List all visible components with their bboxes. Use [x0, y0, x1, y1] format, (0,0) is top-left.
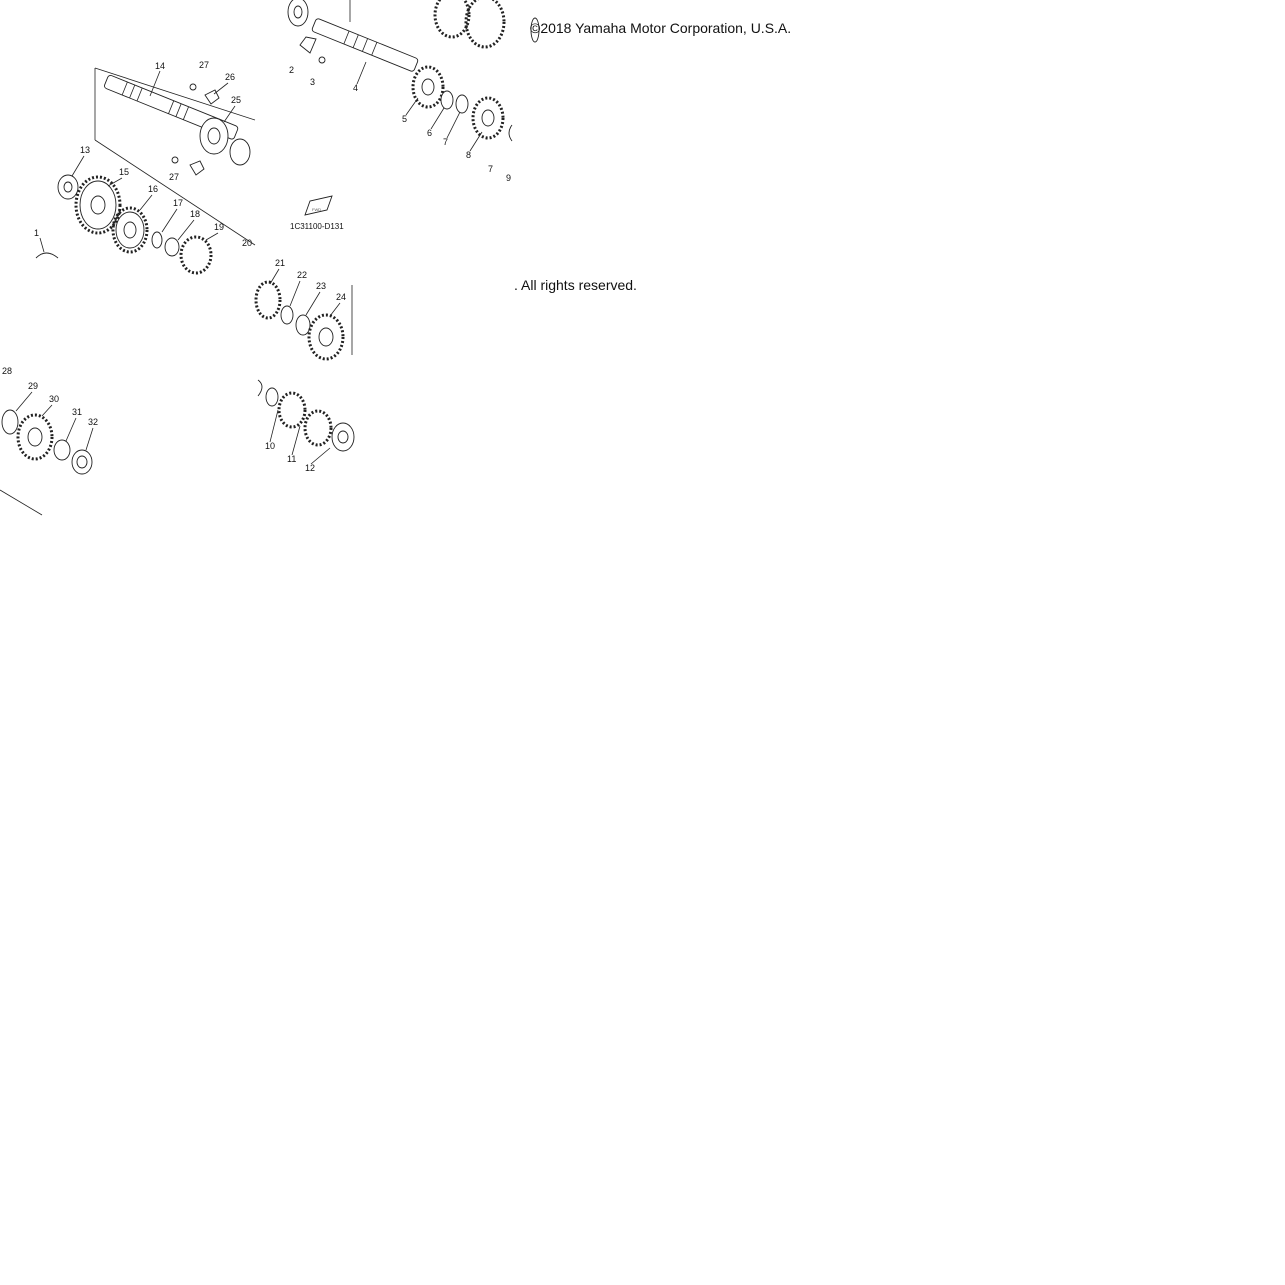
drive-axle-shaft: [311, 18, 419, 72]
callout-16: 16: [148, 184, 158, 194]
fwd-arrow-icon: FWD: [304, 195, 333, 216]
drive-axle-group: [287, 0, 540, 142]
callout-2: 2: [289, 65, 294, 75]
callout-31: 31: [72, 407, 82, 417]
callout-29: 29: [28, 381, 38, 391]
callout-12: 12: [305, 463, 315, 473]
main-axle-group: FWD 1C31100-D131: [35, 67, 344, 275]
gear: [111, 206, 149, 254]
callout-18: 18: [190, 209, 200, 219]
rights-reserved-line: . All rights reserved.: [514, 277, 637, 293]
callout-25: 25: [231, 95, 241, 105]
callout-15: 15: [119, 167, 129, 177]
lower-parts-group: [0, 280, 355, 516]
diagram-code: 1C31100-D131: [290, 222, 344, 231]
callout-labels: 1 2 3 4 5 6 7 7 8 9 10 11 12 13 14 15 16…: [2, 60, 511, 473]
callout-6: 6: [427, 128, 432, 138]
callout-28: 28: [2, 366, 12, 376]
callout-30: 30: [49, 394, 59, 404]
callout-13: 13: [80, 145, 90, 155]
gear: [74, 175, 122, 235]
callout-7b: 7: [488, 164, 493, 174]
callout-24: 24: [336, 292, 346, 302]
svg-text:FWD: FWD: [312, 207, 321, 212]
callout-9: 9: [506, 173, 511, 183]
callout-27b: 27: [169, 172, 179, 182]
callout-26: 26: [225, 72, 235, 82]
callout-1: 1: [34, 228, 39, 238]
callout-4: 4: [353, 83, 358, 93]
callout-23: 23: [316, 281, 326, 291]
callout-17: 17: [173, 198, 183, 208]
callout-32: 32: [88, 417, 98, 427]
callout-5: 5: [402, 114, 407, 124]
sprocket: [16, 413, 54, 461]
leader-lines: [15, 61, 483, 465]
callout-10: 10: [265, 441, 275, 451]
callout-8: 8: [466, 150, 471, 160]
callout-3: 3: [310, 77, 315, 87]
callout-14: 14: [155, 61, 165, 71]
callout-21: 21: [275, 258, 285, 268]
callout-7: 7: [443, 137, 448, 147]
callout-19: 19: [214, 222, 224, 232]
callout-22: 22: [297, 270, 307, 280]
callout-11: 11: [287, 454, 296, 464]
callout-20: 20: [242, 238, 252, 248]
copyright-line: ©2018 Yamaha Motor Corporation, U.S.A.: [530, 20, 792, 36]
callout-27: 27: [199, 60, 209, 70]
